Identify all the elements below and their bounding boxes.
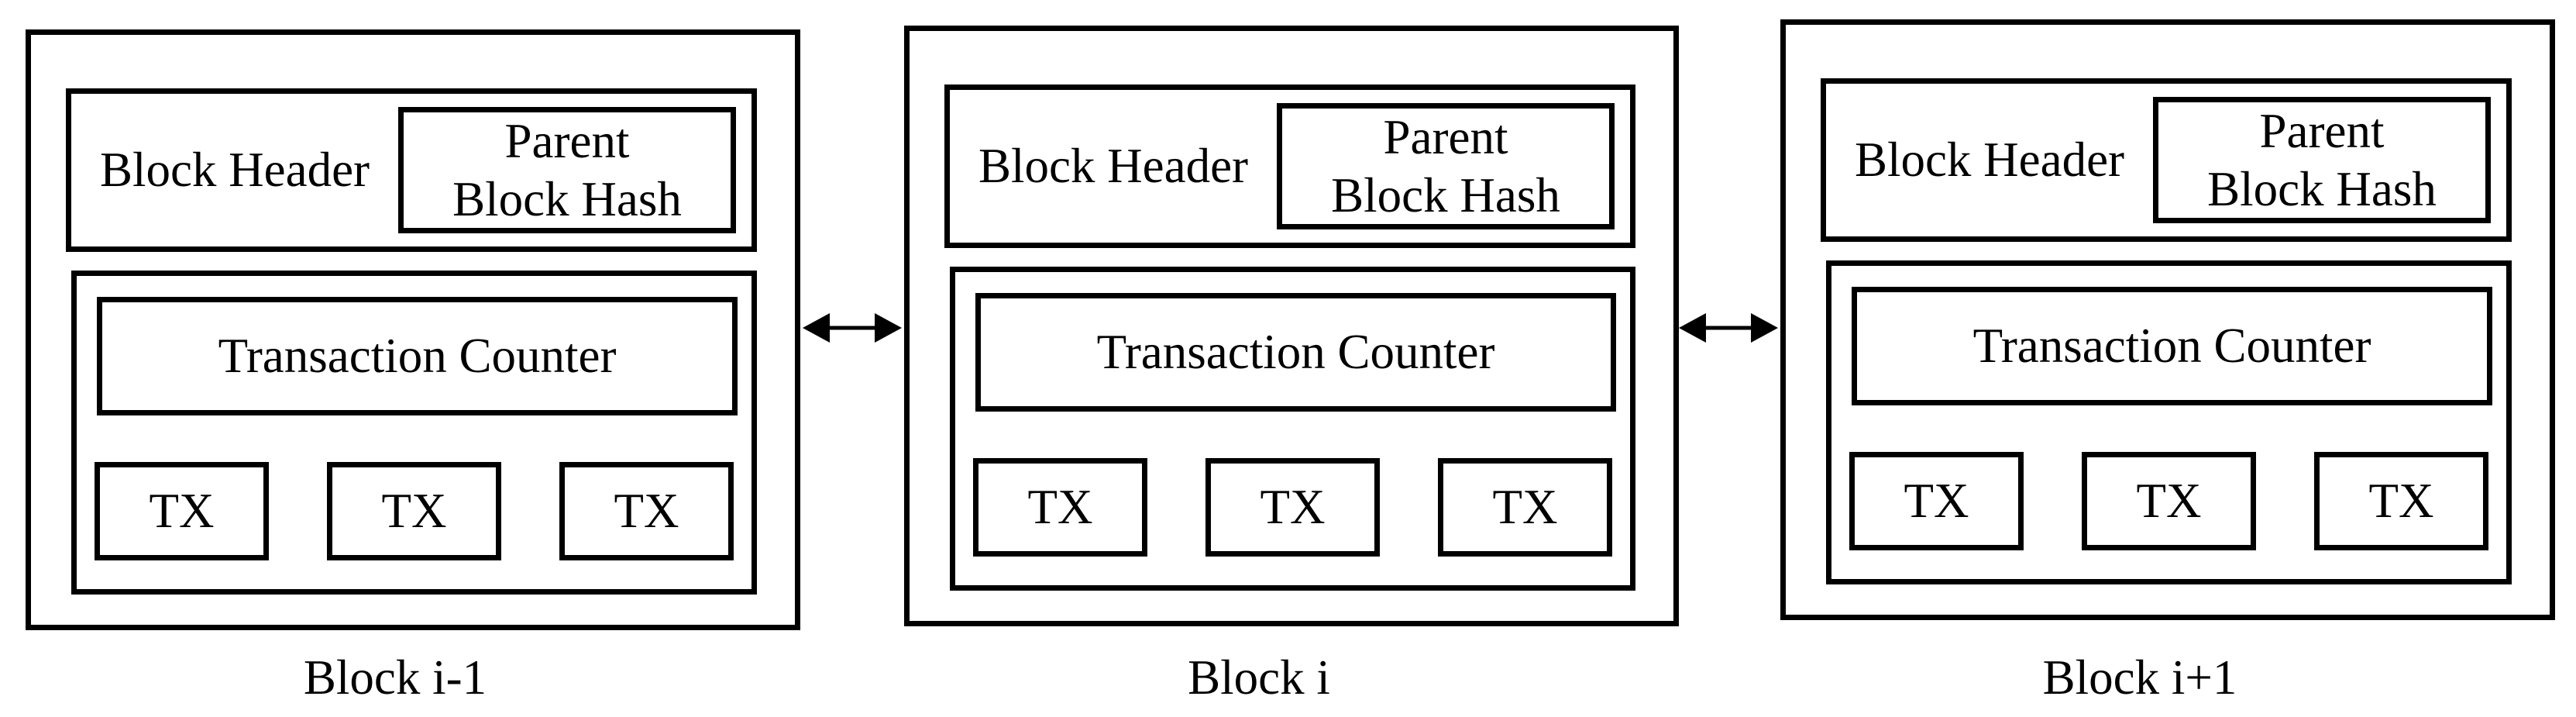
transaction-counter-label: Transaction Counter (1096, 325, 1495, 379)
parent-hash-line-2: Block Hash (452, 171, 682, 226)
tx-label: TX (1260, 480, 1326, 534)
block-i: Block Header Parent Block Hash Transacti… (904, 26, 1679, 626)
tx-box: TX (559, 462, 734, 560)
tx-label: TX (2368, 474, 2434, 528)
block-header-label: Block Header (1854, 133, 2125, 187)
tx-box: TX (1205, 458, 1380, 557)
tx-label: TX (149, 484, 215, 538)
tx-box: TX (95, 462, 269, 560)
tx-label: TX (1492, 480, 1558, 534)
transaction-counter-label: Transaction Counter (218, 329, 617, 383)
parent-block-hash-box: Parent Block Hash (1277, 103, 1615, 229)
transaction-counter-box: Transaction Counter (97, 297, 738, 415)
block-header-label: Block Header (978, 139, 1249, 193)
tx-box: TX (1849, 452, 2024, 550)
block-header-box: Block Header Parent Block Hash (66, 88, 757, 252)
tx-box: TX (2314, 452, 2488, 550)
tx-label: TX (1027, 480, 1093, 534)
tx-row: TX TX TX (95, 462, 734, 560)
chain-link-arrow-icon (803, 313, 902, 343)
block-caption: Block i (1188, 650, 1330, 705)
transaction-counter-label: Transaction Counter (1972, 319, 2371, 373)
tx-label: TX (2136, 474, 2202, 528)
transaction-counter-box: Transaction Counter (975, 293, 1616, 412)
block-caption: Block i+1 (2042, 650, 2237, 705)
parent-hash-line-1: Parent (1383, 110, 1508, 165)
parent-hash-line-1: Parent (504, 114, 630, 169)
block-i-1: Block Header Parent Block Hash Transacti… (26, 29, 800, 630)
parent-hash-line-1: Parent (2259, 104, 2385, 159)
tx-label: TX (614, 484, 679, 538)
tx-row: TX TX TX (973, 458, 1612, 557)
transaction-counter-box: Transaction Counter (1852, 287, 2492, 405)
transaction-section-box: Transaction Counter TX TX TX (71, 271, 757, 595)
transaction-section-box: Transaction Counter TX TX TX (950, 267, 1635, 591)
block-i-plus-1: Block Header Parent Block Hash Transacti… (1780, 19, 2555, 620)
block-header-box: Block Header Parent Block Hash (1821, 78, 2512, 242)
parent-hash-line-2: Block Hash (1331, 167, 1560, 222)
transaction-section-box: Transaction Counter TX TX TX (1826, 260, 2512, 584)
tx-box: TX (327, 462, 501, 560)
parent-block-hash-box: Parent Block Hash (398, 107, 736, 233)
block-header-label: Block Header (99, 143, 370, 197)
block-caption: Block i-1 (303, 650, 487, 705)
tx-box: TX (1438, 458, 1612, 557)
block-header-box: Block Header Parent Block Hash (944, 84, 1635, 248)
tx-box: TX (2082, 452, 2256, 550)
tx-row: TX TX TX (1849, 452, 2488, 550)
chain-link-arrow-icon (1679, 313, 1778, 343)
tx-box: TX (973, 458, 1147, 557)
tx-label: TX (1904, 474, 1969, 528)
tx-label: TX (381, 484, 447, 538)
parent-block-hash-box: Parent Block Hash (2153, 97, 2491, 223)
parent-hash-line-2: Block Hash (2207, 161, 2437, 216)
